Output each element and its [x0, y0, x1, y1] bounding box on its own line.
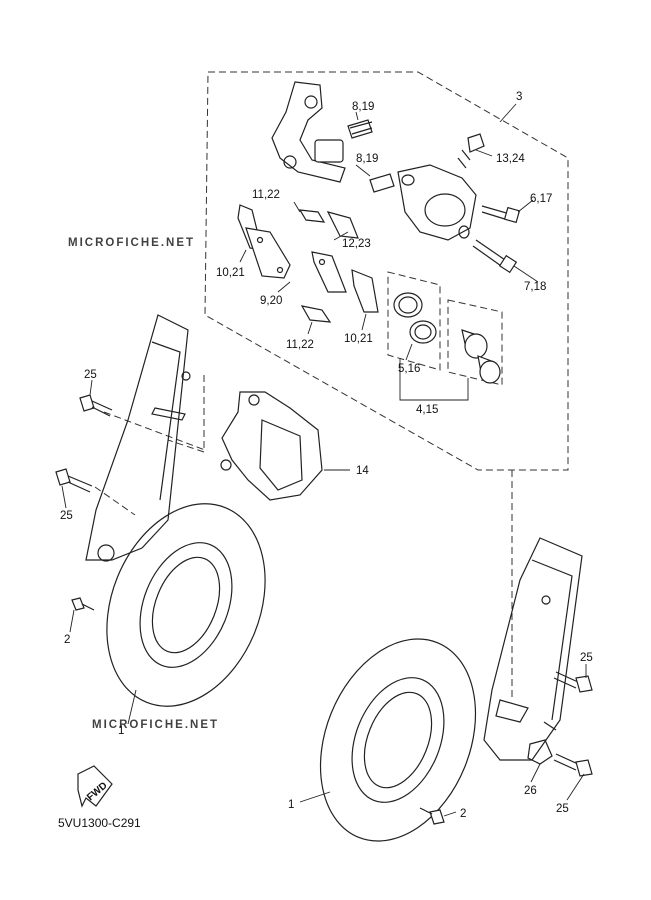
callout-9-20: 9,20 [260, 295, 282, 307]
fork-caliper-line-2 [103, 411, 206, 451]
pad-spring-upper [298, 209, 326, 223]
callout-6-17: 6,17 [530, 193, 552, 205]
callout-2-right: 2 [460, 808, 466, 820]
callout-25-upper-left: 25 [84, 369, 97, 381]
fork-bolt-lower-right [553, 753, 593, 777]
pad-shim-left [245, 227, 291, 279]
pad-shim-right [351, 269, 379, 313]
callout-4-15: 4,15 [416, 404, 438, 416]
caliper-bracket [271, 81, 346, 183]
fwd-arrow-icon: FWD [77, 765, 113, 808]
callout-25-upper-right: 25 [580, 652, 593, 664]
watermark-top: MICROFICHE.NET [68, 237, 195, 249]
hose-clip-26 [527, 721, 557, 765]
slide-pin-lower [369, 173, 395, 193]
callout-1-right: 1 [288, 799, 294, 811]
fork-leg-left [85, 314, 191, 562]
piston-kit-boundary [447, 299, 503, 386]
bleed-screw [457, 133, 485, 169]
callout-13-24: 13,24 [496, 153, 525, 165]
disc-bolt-left [71, 597, 95, 611]
watermark-bottom: MICROFICHE.NET [92, 719, 219, 731]
caliper-kit-boundary [204, 71, 569, 471]
leader-lines [61, 103, 587, 817]
brake-disc-left [106, 503, 266, 707]
callout-11-22-upper: 11,22 [252, 189, 280, 201]
callout-10-21-right: 10,21 [344, 333, 373, 345]
disc-bolt-right [419, 807, 445, 825]
caliper-body [397, 164, 477, 241]
caliper-bolt-upper [481, 205, 521, 224]
callout-26: 26 [524, 785, 537, 797]
callout-14: 14 [356, 465, 369, 477]
callout-11-22-lower: 11,22 [286, 339, 314, 351]
seal-kit-boundary [387, 271, 441, 371]
piston-seals [393, 292, 437, 344]
callout-5-16: 5,16 [398, 363, 420, 375]
diagram-code: 5VU1300-C291 [58, 816, 141, 830]
callout-10-21-left: 10,21 [216, 267, 245, 279]
fork-caliper-line-1 [167, 375, 205, 453]
pad-clip [326, 211, 359, 239]
brake-disc-right [319, 638, 477, 842]
callout-2-left: 2 [64, 634, 70, 646]
callout-8-19-upper: 8,19 [352, 101, 374, 113]
brake-pad-right [311, 251, 347, 293]
callout-1-left: 1 [118, 725, 124, 737]
callout-8-19-lower: 8,19 [356, 153, 378, 165]
fork-bolt-upper-right [553, 671, 593, 693]
pad-spring-lower [300, 305, 332, 323]
callout-7-18: 7,18 [524, 281, 546, 293]
caliper-pistons [461, 329, 501, 384]
slide-pin-upper [347, 119, 373, 139]
callout-25-lower-left: 25 [60, 510, 73, 522]
fork-caliper-line-3 [94, 486, 136, 516]
callout-12-23: 12,23 [342, 238, 371, 250]
fork-bolt-upper-left [79, 394, 113, 417]
callout-25-lower-right: 25 [556, 803, 569, 815]
fork-leg-right [483, 537, 583, 761]
fork-bolt-lower-left [55, 468, 93, 493]
callout-3: 3 [516, 91, 522, 103]
caliper-assembly-14 [220, 391, 323, 501]
caliper-bolt-lower [472, 239, 518, 274]
